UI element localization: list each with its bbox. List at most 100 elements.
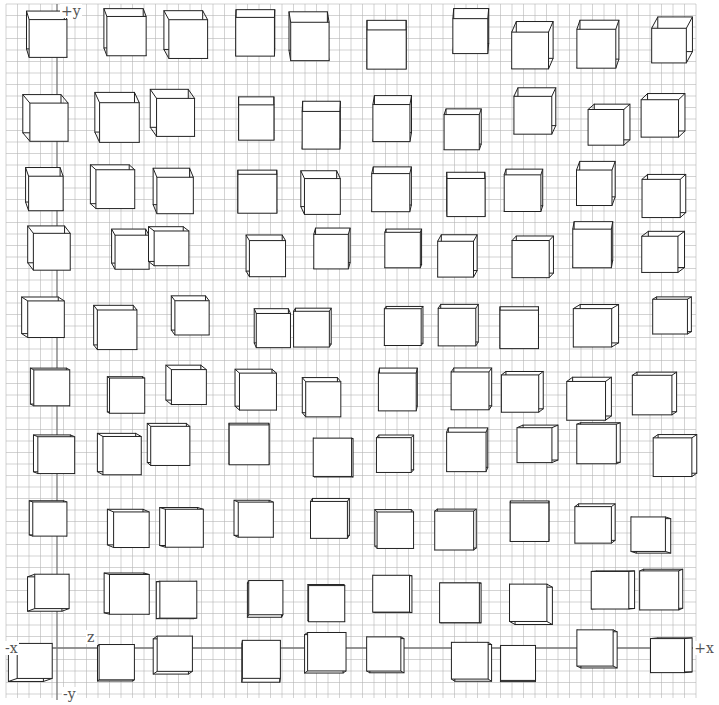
cubes [8, 9, 696, 683]
grid-line [569, 4, 570, 698]
cube-front-face [653, 438, 692, 477]
cube-edge [8, 678, 17, 681]
cube [301, 171, 340, 215]
cube-edge [488, 642, 491, 644]
cube-edge [616, 423, 620, 424]
cube-front-face [229, 425, 269, 465]
grid-line [201, 4, 202, 698]
cube-edge [234, 500, 238, 502]
cube-edge [438, 304, 441, 308]
cube-front-face [451, 642, 488, 679]
cube-edge [446, 172, 447, 178]
cube-edge [156, 618, 160, 620]
cube-edge [147, 423, 150, 426]
grid-line [420, 4, 421, 698]
cube-front-face [512, 241, 549, 278]
cube-edge [474, 271, 478, 278]
cube-edge [451, 368, 454, 372]
cube-edge [588, 104, 594, 109]
cube-edge [171, 330, 175, 335]
cube-edge [276, 170, 277, 174]
cube-edge [613, 666, 617, 668]
cube-edge [274, 10, 275, 18]
cube-edge [616, 462, 620, 463]
cube-edge [33, 472, 37, 474]
cube [384, 306, 423, 345]
cube-edge [501, 371, 506, 374]
cube-edge [282, 235, 285, 241]
cube-edge [538, 307, 539, 310]
cube [236, 10, 275, 56]
cube [577, 20, 619, 68]
cube-edge [94, 345, 98, 350]
cube [510, 501, 549, 542]
cube-front-face [107, 16, 146, 55]
cube-front-face [440, 583, 480, 623]
cube [440, 583, 481, 623]
cube-front-face [447, 432, 486, 471]
cube-front-face [96, 170, 135, 209]
cube-edge [153, 671, 157, 674]
cube-edge [272, 369, 276, 373]
cube [235, 369, 276, 410]
cube-edge [552, 88, 556, 97]
cube-edge [97, 433, 103, 436]
cube-edge [372, 167, 374, 174]
cube-edge [107, 509, 113, 512]
cube-front-face [588, 109, 624, 145]
cube-front-face [291, 22, 329, 60]
axis-label: -y [62, 687, 77, 701]
cube-edge [573, 222, 574, 229]
cube-edge [499, 307, 500, 310]
cube-edge [302, 378, 305, 382]
cube-edge [665, 517, 670, 519]
grid-line [6, 498, 696, 499]
cube-front-face [29, 176, 64, 211]
cube-edge [164, 49, 169, 58]
cube-edge [484, 172, 485, 178]
grid-line [6, 487, 696, 488]
cube-edge [241, 678, 243, 682]
cube-front-face [302, 111, 340, 149]
cube [367, 637, 404, 673]
cube [104, 9, 146, 56]
cube [238, 170, 277, 213]
cube [239, 97, 274, 140]
cube-edge [201, 365, 207, 369]
cube-front-face [367, 637, 401, 671]
cube-edge [692, 435, 697, 438]
cube-edge [129, 165, 135, 170]
cube-front-face [591, 571, 629, 609]
cube-edge [28, 263, 34, 270]
cube-edge [26, 168, 29, 177]
cube [444, 109, 481, 150]
cube-front-face [100, 103, 140, 143]
cube-edge [487, 9, 489, 19]
cube-edge [33, 435, 37, 437]
cube [653, 297, 692, 334]
grid-line [362, 4, 363, 698]
cube-edge [246, 235, 249, 241]
cube-edge [29, 501, 33, 502]
cube-edge [552, 425, 558, 428]
cube-edge [611, 222, 612, 229]
cube-edge [547, 584, 553, 587]
cube-edge [90, 165, 96, 170]
cube-edge [279, 678, 281, 682]
cube-edge [327, 12, 329, 22]
cube-edge [149, 227, 155, 231]
axis-label: +x [693, 641, 715, 655]
cube [28, 574, 70, 611]
cube-edge [150, 127, 156, 136]
cube [378, 368, 417, 411]
cube-edge [686, 52, 692, 63]
cube-edge [235, 406, 239, 410]
cube [447, 428, 488, 472]
cube [438, 304, 478, 346]
cube [640, 569, 683, 610]
cube-edge [624, 104, 630, 109]
cube [26, 168, 64, 211]
cube-front-face [577, 170, 612, 205]
cube [171, 296, 209, 335]
cube-edge [150, 89, 156, 98]
